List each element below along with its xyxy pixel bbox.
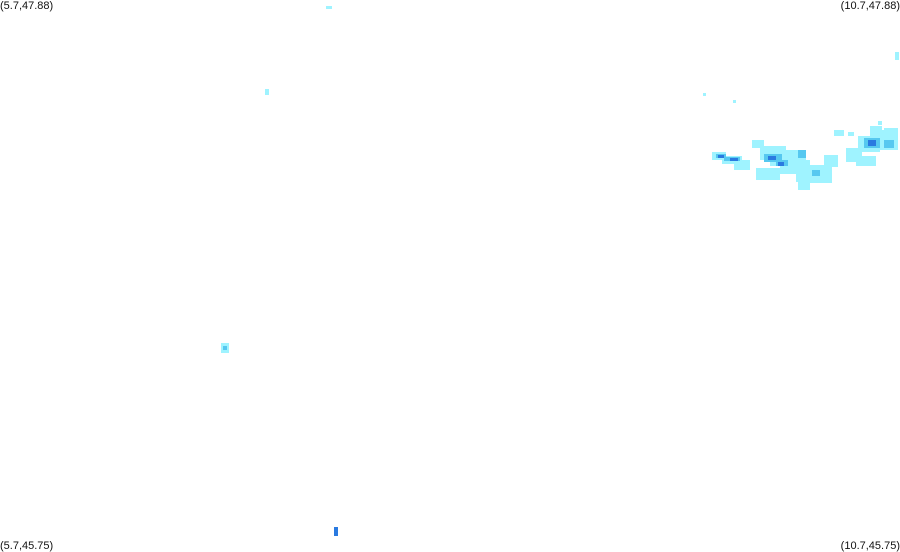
precip-cell: [223, 346, 227, 350]
corner-label-top-left: (5.7,47.88): [0, 0, 54, 12]
precip-cell: [733, 100, 736, 103]
corner-label-bottom-left: (5.7,45.75): [0, 540, 54, 552]
precip-band: [712, 121, 898, 190]
precip-cell: [703, 93, 706, 96]
precip-cell: [334, 527, 338, 536]
precip-cell: [265, 89, 269, 95]
corner-label-top-right: (10.7,47.88): [840, 0, 900, 12]
precip-cell: [895, 52, 899, 60]
precip-cell: [326, 6, 332, 9]
corner-label-bottom-right: (10.7,45.75): [840, 540, 900, 552]
